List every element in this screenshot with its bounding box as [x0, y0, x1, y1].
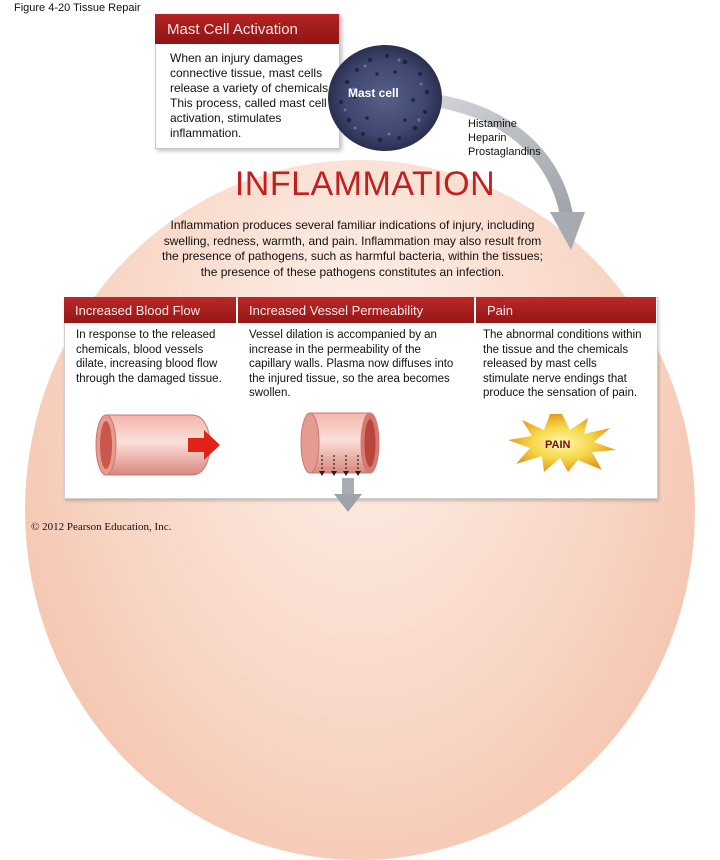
chemical-item: Histamine — [468, 118, 517, 130]
inflammation-heading: INFLAMMATION — [234, 165, 496, 203]
figure-title: Figure 4-20 Tissue Repair — [14, 2, 141, 14]
pain-burst-icon — [508, 414, 616, 472]
chemical-item: Heparin — [468, 132, 507, 144]
pain-description: The abnormal conditions within the tissu… — [483, 329, 642, 399]
mast-cell-description: When an injury damages connective tissue… — [170, 51, 332, 140]
dilated-vessel-image — [95, 414, 220, 476]
mast-cell-label: Mast cell — [348, 86, 399, 100]
blood-flow-header: Increased Blood Flow — [64, 297, 236, 323]
chemical-item: Prostaglandins — [468, 146, 541, 158]
down-arrow-icon — [334, 478, 362, 512]
pain-label: PAIN — [545, 439, 571, 451]
permeable-vessel-image — [300, 412, 380, 476]
blood-flow-description: In response to the released chemicals, b… — [76, 329, 222, 385]
flow-arrow-icon — [188, 430, 220, 460]
mast-cell-image — [328, 45, 442, 151]
chemicals-list: Histamine Heparin Prostaglandins — [468, 117, 541, 159]
pain-header: Pain — [476, 297, 656, 323]
copyright-notice: © 2012 Pearson Education, Inc. — [31, 521, 172, 533]
mast-cell-panel-header: Mast Cell Activation — [155, 14, 339, 44]
vessel-permeability-description: Vessel dilation is accompanied by an inc… — [249, 329, 454, 399]
inflammation-description: Inflammation produces several familiar i… — [162, 218, 543, 279]
vessel-permeability-header: Increased Vessel Permeability — [238, 297, 474, 323]
